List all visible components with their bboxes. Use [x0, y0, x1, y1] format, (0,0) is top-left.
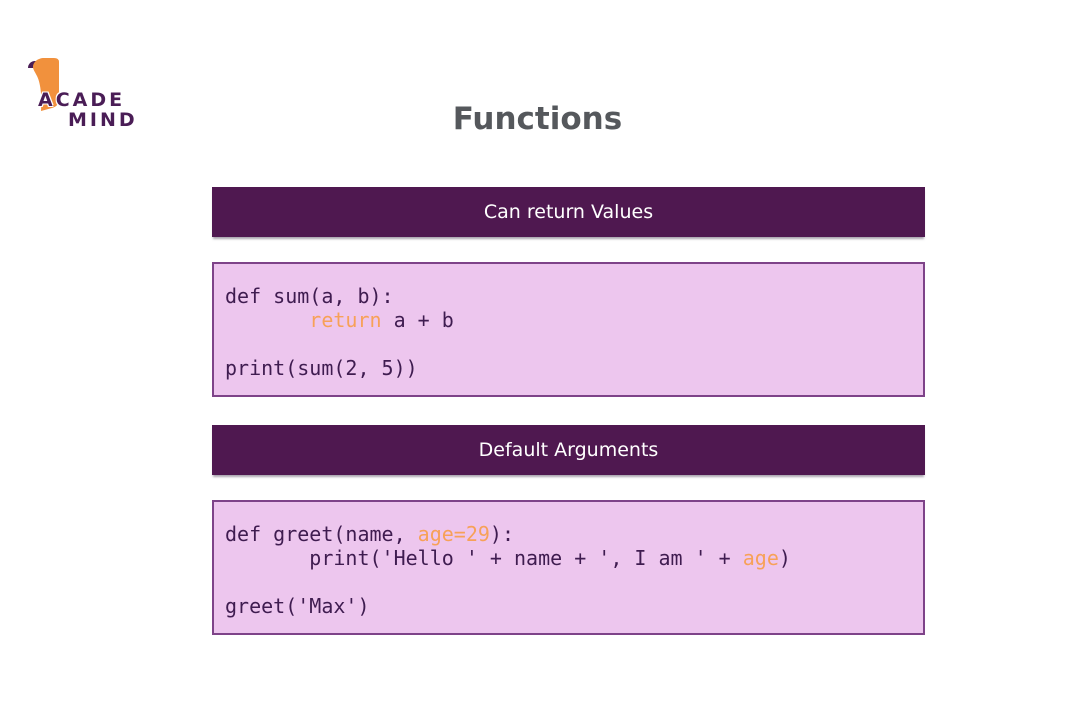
code-line: print(sum(2, 5)) — [225, 356, 913, 380]
code-token: def sum(a, b): — [225, 284, 394, 308]
academind-logo: ACADE MIND — [25, 52, 155, 132]
content: Can return Values def sum(a, b): return a… — [212, 187, 925, 663]
logo-ribbon-icon — [28, 58, 59, 111]
section-0: Can return Values def sum(a, b): return a… — [212, 187, 925, 397]
code-line — [225, 570, 913, 594]
code-token-accent: return — [309, 308, 382, 332]
code-box: def greet(name, age=29): print('Hello ' … — [212, 500, 925, 635]
code-token: a + b — [381, 308, 454, 332]
logo-text-acade: ACADE — [38, 89, 126, 111]
code-token — [225, 308, 309, 332]
section-banner: Can return Values — [212, 187, 925, 237]
code-line: greet('Max') — [225, 594, 913, 618]
code-token: ) — [778, 546, 791, 570]
section-1: Default Arguments def greet(name, age=29)… — [212, 425, 925, 635]
code-line: print('Hello ' + name + ', I am ' + age) — [225, 546, 913, 570]
section-banner: Default Arguments — [212, 425, 925, 475]
code-box: def sum(a, b): return a + b print(sum(2,… — [212, 262, 925, 397]
code-line: return a + b — [225, 308, 913, 332]
code-token: print(sum(2, 5)) — [225, 356, 418, 380]
logo-text-mind: MIND — [68, 109, 138, 131]
code-line: def sum(a, b): — [225, 284, 913, 308]
code-token: greet('Max') — [225, 594, 370, 618]
page-title: Functions — [452, 101, 623, 137]
code-line — [225, 332, 913, 356]
code-line: def greet(name, age=29): — [225, 522, 913, 546]
code-token-accent: age=29 — [417, 522, 490, 546]
code-token: def greet(name, — [225, 522, 418, 546]
code-token: print('Hello ' + name + ', I am ' + — [225, 546, 743, 570]
code-token: ): — [489, 522, 514, 546]
code-token-accent: age — [742, 546, 779, 570]
